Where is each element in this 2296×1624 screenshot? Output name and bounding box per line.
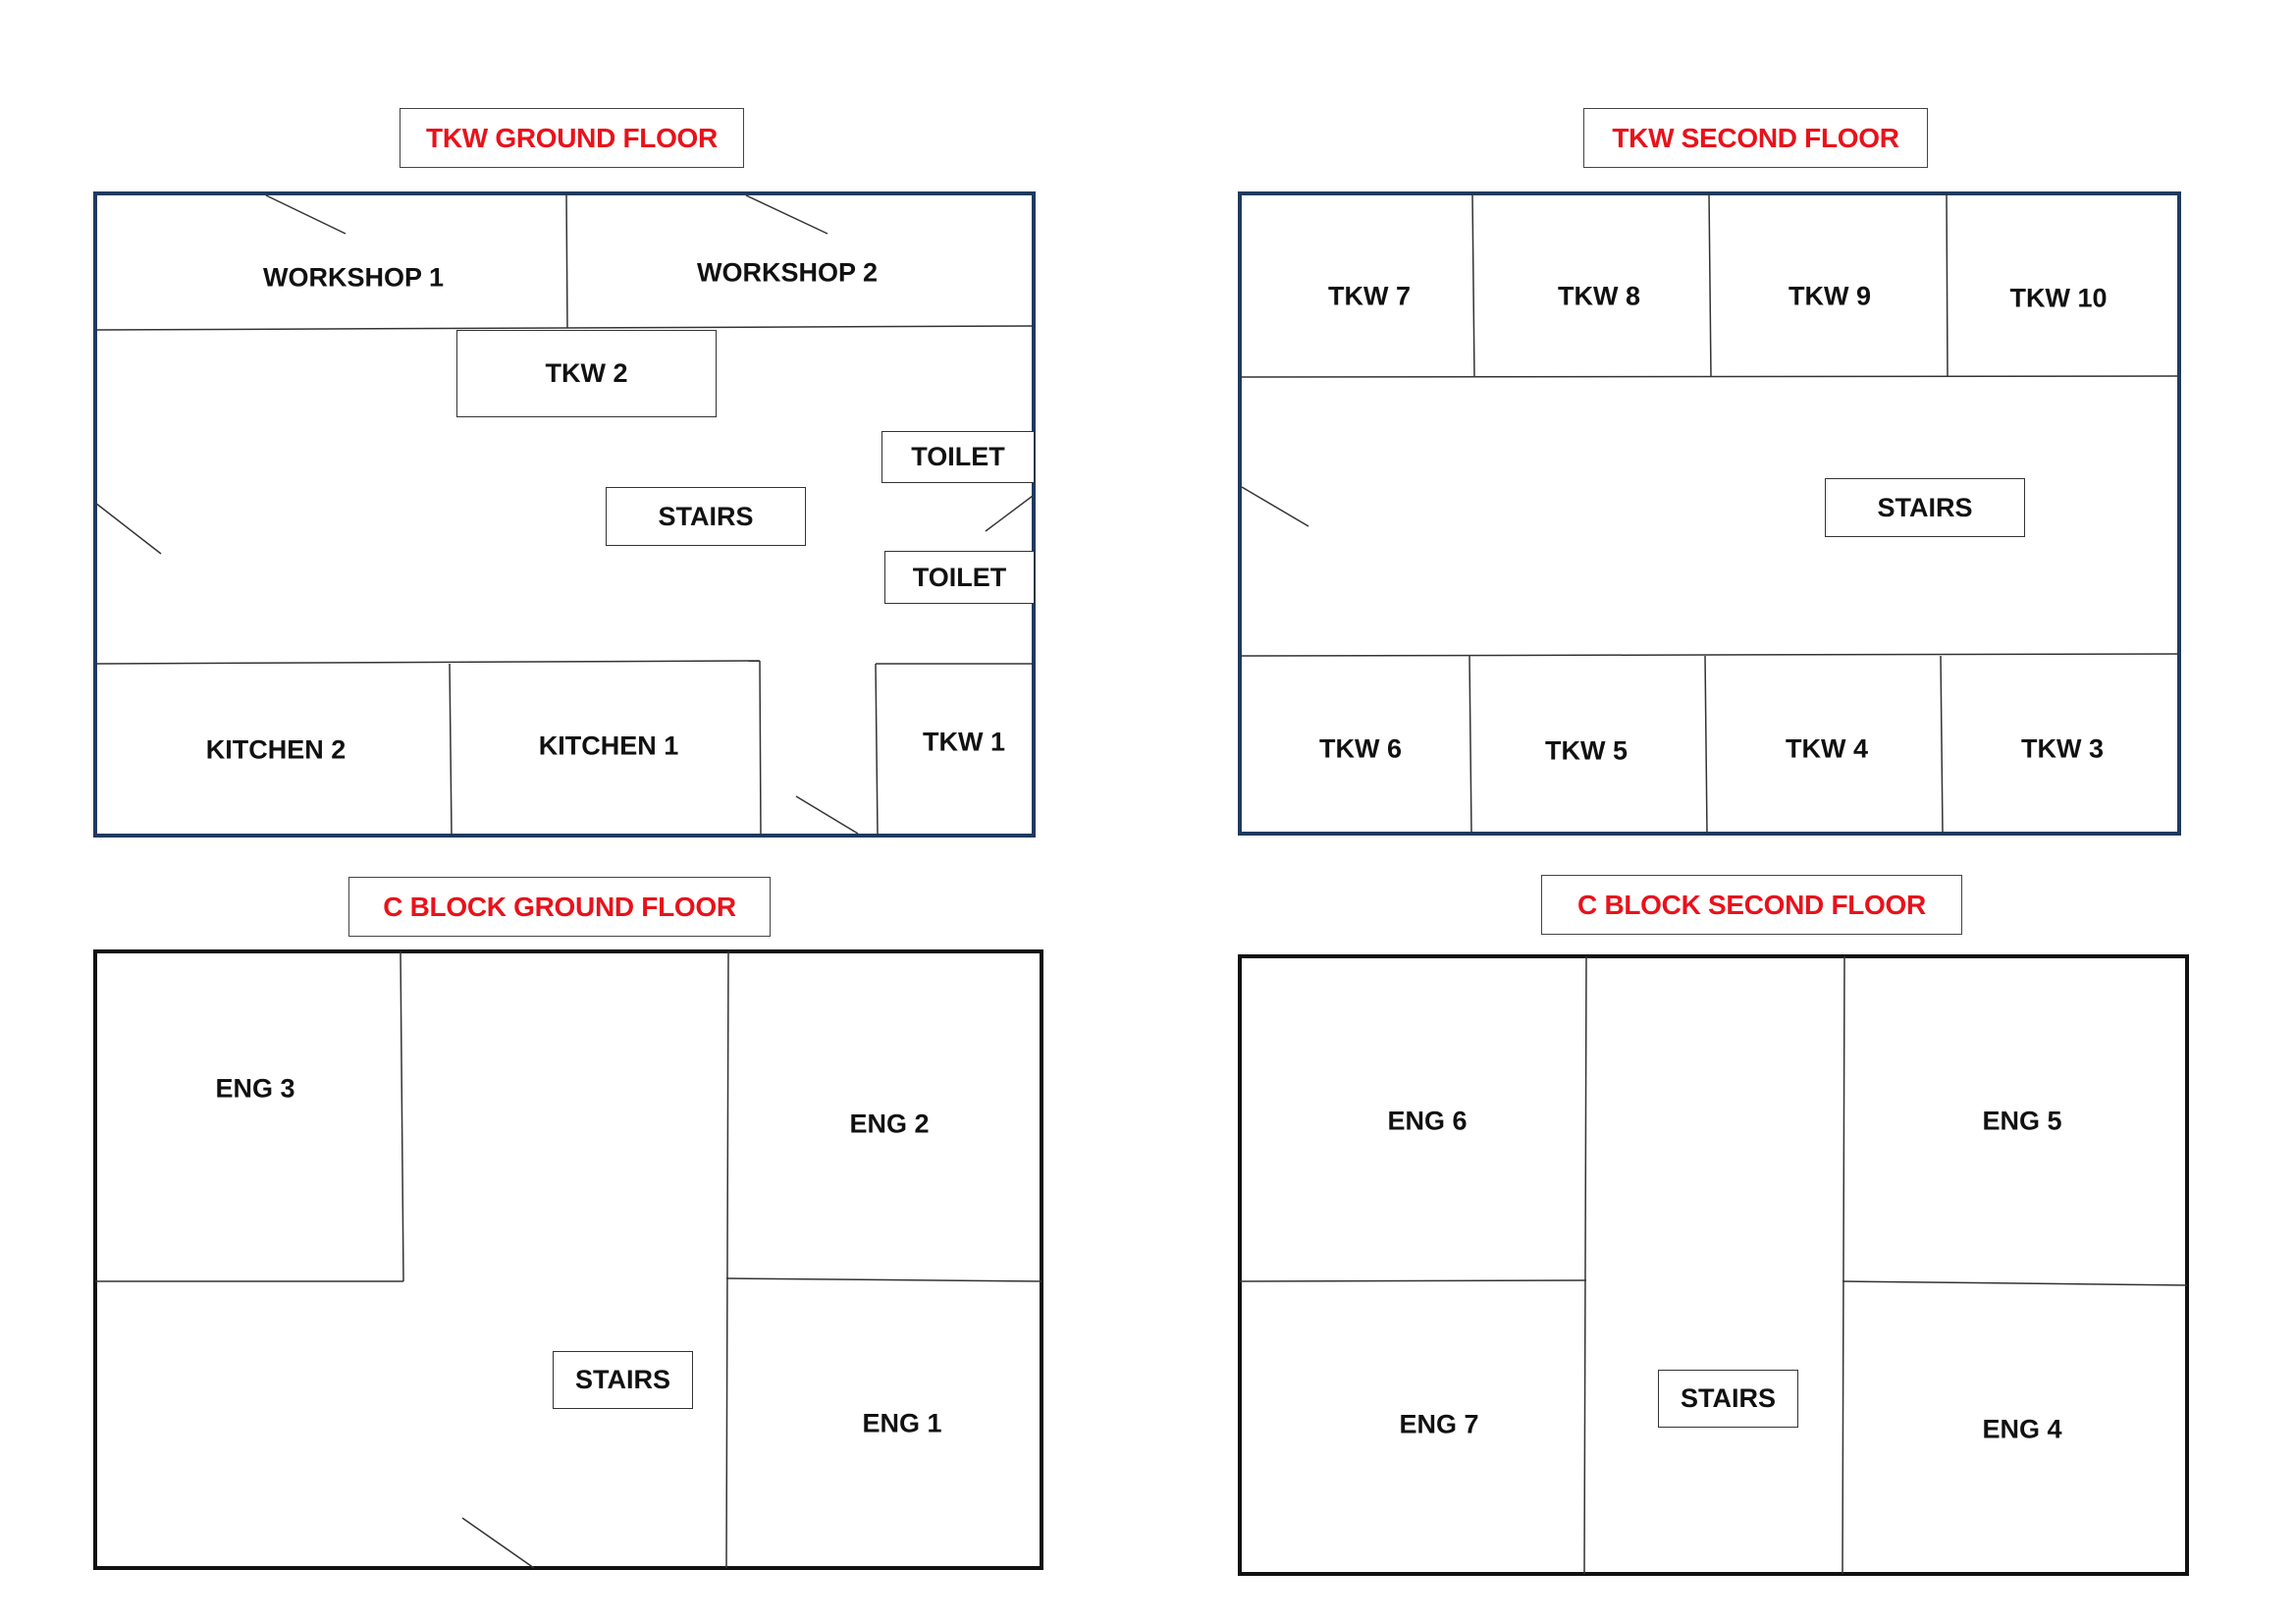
room-tkw-9: TKW 9 <box>1789 281 1871 311</box>
room-tkw-10: TKW 10 <box>2009 283 2108 313</box>
room-toilet-upper: TOILET <box>881 431 1035 483</box>
room-tkw-1: TKW 1 <box>923 727 1005 757</box>
room-tkw-7: TKW 7 <box>1328 281 1411 311</box>
room-kitchen-2: KITCHEN 2 <box>205 734 347 765</box>
room-eng-2: ENG 2 <box>849 1109 930 1139</box>
stairs-c-block-ground: STAIRS <box>553 1351 693 1409</box>
room-toilet-lower: TOILET <box>884 551 1035 604</box>
c-block-ground-floor-title: C BLOCK GROUND FLOOR <box>348 877 771 937</box>
room-workshop-2: WORKSHOP 2 <box>696 257 879 288</box>
stairs-tkw-second: STAIRS <box>1825 478 2025 537</box>
c-block-second-floor-title: C BLOCK SECOND FLOOR <box>1541 875 1962 935</box>
tkw-second-floor-title: TKW SECOND FLOOR <box>1583 108 1928 168</box>
room-eng-6: ENG 6 <box>1387 1106 1468 1136</box>
room-tkw-2: TKW 2 <box>456 330 717 417</box>
room-tkw-6: TKW 6 <box>1319 733 1402 764</box>
tkw-ground-floor-title: TKW GROUND FLOOR <box>400 108 744 168</box>
stairs-tkw-ground: STAIRS <box>606 487 806 546</box>
room-eng-3: ENG 3 <box>215 1073 295 1104</box>
room-tkw-8: TKW 8 <box>1558 281 1640 311</box>
c-block-ground-floor-plan <box>93 949 1043 1570</box>
room-eng-5: ENG 5 <box>1982 1106 2062 1136</box>
room-tkw-3: TKW 3 <box>2021 733 2104 764</box>
room-kitchen-1: KITCHEN 1 <box>538 731 679 761</box>
c-block-second-floor-plan <box>1238 954 2189 1576</box>
room-tkw-5: TKW 5 <box>1545 735 1628 766</box>
stairs-c-block-second: STAIRS <box>1658 1370 1798 1428</box>
room-eng-7: ENG 7 <box>1399 1409 1479 1439</box>
room-eng-1: ENG 1 <box>862 1408 942 1438</box>
room-tkw-4: TKW 4 <box>1786 733 1868 764</box>
room-workshop-1: WORKSHOP 1 <box>262 262 445 293</box>
room-eng-4: ENG 4 <box>1982 1414 2062 1444</box>
